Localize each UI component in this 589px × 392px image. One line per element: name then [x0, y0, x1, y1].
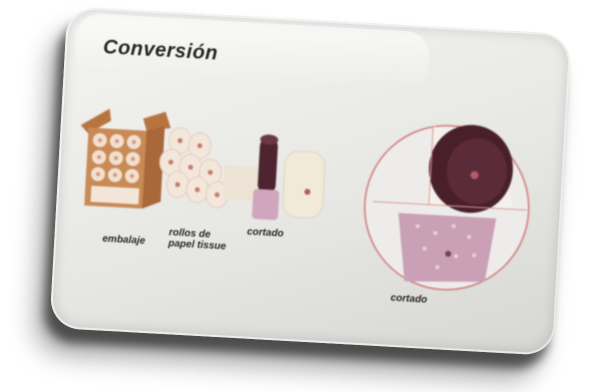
- caption-embalaje: embalaje: [102, 233, 145, 246]
- packaging-box-icon: [76, 107, 171, 210]
- cut-rolls-circle-icon: [360, 119, 533, 294]
- tissue-rolls-icon: [157, 127, 266, 211]
- caption-cortado-1: cortado: [247, 227, 284, 240]
- conversion-illustration: [49, 6, 571, 356]
- cut-roll-icon: [252, 134, 327, 223]
- caption-rollos: rollos de papel tissue: [168, 227, 239, 253]
- caption-cortado-2: cortado: [390, 293, 427, 306]
- slide-card: Conversión: [49, 6, 571, 356]
